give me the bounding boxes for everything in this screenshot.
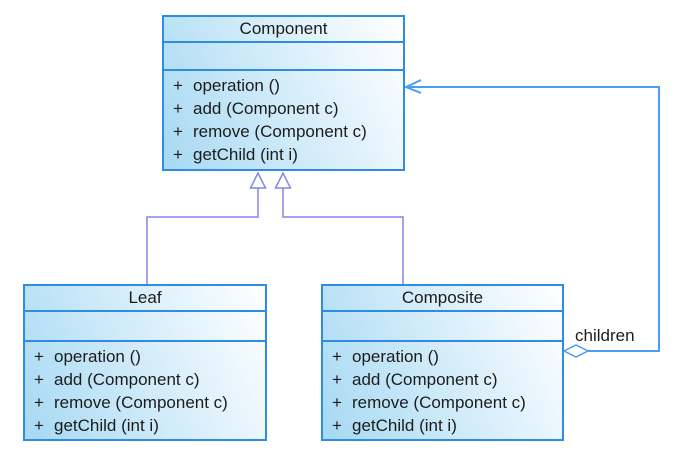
association-label-children: children (575, 326, 635, 345)
method-row: + add (Component c) (173, 97, 399, 120)
visibility-symbol: + (332, 370, 342, 389)
method-row: + operation () (173, 74, 399, 97)
class-box-component: Component + operation () + add (Component … (162, 15, 405, 171)
method-signature: remove (Component c) (193, 122, 367, 141)
method-row: + remove (Component c) (332, 391, 558, 414)
method-signature: remove (Component c) (352, 393, 526, 412)
visibility-symbol: + (173, 122, 183, 141)
class-name-composite: Composite (323, 286, 562, 312)
visibility-symbol: + (173, 145, 183, 164)
visibility-symbol: + (332, 347, 342, 366)
method-signature: operation () (193, 76, 280, 95)
methods-compartment-leaf: + operation () + add (Component c) + remove… (25, 342, 265, 437)
method-signature: operation () (54, 347, 141, 366)
generalization-triangle-leaf (249, 171, 267, 189)
generalization-edge-leaf (146, 188, 259, 284)
aggregation-edge-children (409, 86, 660, 352)
attributes-compartment-leaf (25, 312, 265, 342)
generalization-triangle-composite (274, 171, 292, 189)
visibility-symbol: + (332, 393, 342, 412)
method-row: + remove (Component c) (173, 120, 399, 143)
method-signature: add (Component c) (193, 99, 339, 118)
method-row: + operation () (332, 345, 558, 368)
visibility-symbol: + (34, 416, 44, 435)
aggregation-diamond (562, 344, 590, 358)
method-row: + add (Component c) (332, 368, 558, 391)
class-name-component: Component (164, 17, 403, 43)
association-open-arrowhead (403, 79, 422, 94)
visibility-symbol: + (173, 76, 183, 95)
visibility-symbol: + (34, 370, 44, 389)
methods-compartment-composite: + operation () + add (Component c) + remove… (323, 342, 562, 437)
method-signature: operation () (352, 347, 439, 366)
methods-compartment-component: + operation () + add (Component c) + remove… (164, 71, 403, 166)
visibility-symbol: + (332, 416, 342, 435)
class-box-composite: Composite + operation () + add (Component … (321, 284, 564, 441)
attributes-compartment-component (164, 43, 403, 71)
class-name-leaf: Leaf (25, 286, 265, 312)
method-signature: add (Component c) (54, 370, 200, 389)
method-signature: remove (Component c) (54, 393, 228, 412)
method-signature: add (Component c) (352, 370, 498, 389)
method-signature: getChild (int i) (352, 416, 457, 435)
method-row: + getChild (int i) (332, 414, 558, 437)
method-row: + getChild (int i) (173, 143, 399, 166)
visibility-symbol: + (34, 347, 44, 366)
method-signature: getChild (int i) (193, 145, 298, 164)
generalization-edge-composite (282, 188, 404, 284)
method-row: + add (Component c) (34, 368, 261, 391)
class-box-leaf: Leaf + operation () + add (Component c) + r… (23, 284, 267, 441)
method-row: + getChild (int i) (34, 414, 261, 437)
visibility-symbol: + (34, 393, 44, 412)
method-row: + operation () (34, 345, 261, 368)
attributes-compartment-composite (323, 312, 562, 342)
visibility-symbol: + (173, 99, 183, 118)
method-signature: getChild (int i) (54, 416, 159, 435)
method-row: + remove (Component c) (34, 391, 261, 414)
